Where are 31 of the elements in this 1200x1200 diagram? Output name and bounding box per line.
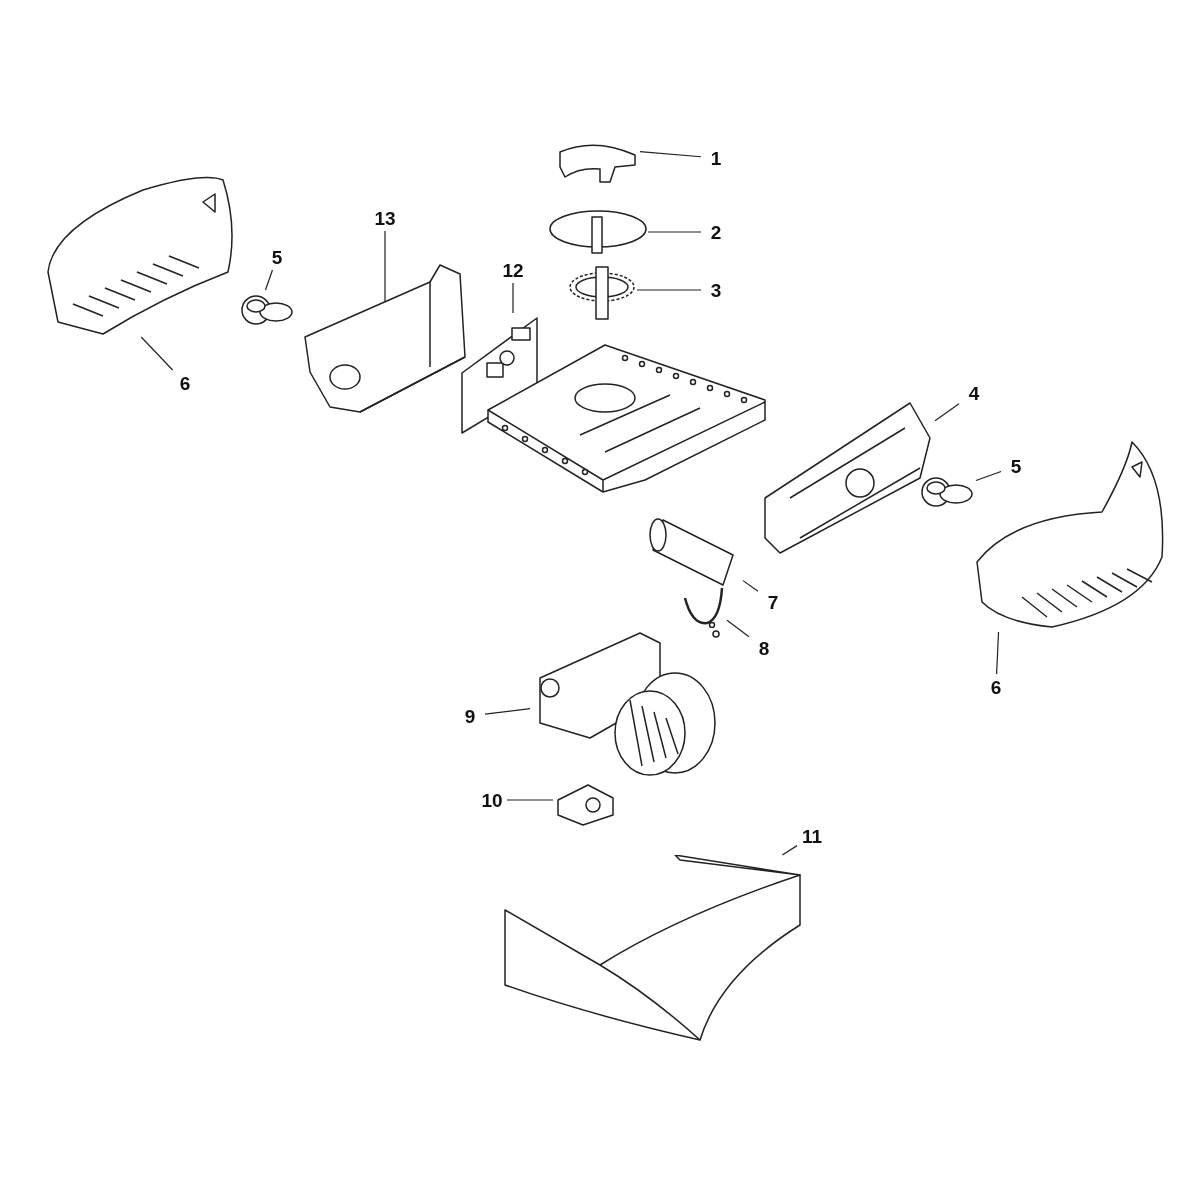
leader-line: [975, 470, 1002, 482]
leader-line: [647, 231, 702, 233]
leader-line: [636, 289, 702, 291]
callout-number: 1: [701, 145, 731, 171]
leader-line: [484, 708, 531, 715]
callout-number: 11: [797, 823, 827, 849]
callout-number: 13: [370, 205, 400, 231]
callout-number: 6: [170, 370, 200, 396]
callout-number: 6: [981, 674, 1011, 700]
callout-number: 10: [477, 787, 507, 813]
callout-number: 8: [749, 635, 779, 661]
leader-line: [726, 619, 750, 638]
leader-line: [639, 151, 702, 158]
disc-drawing: [548, 207, 648, 255]
leader-line: [996, 631, 1000, 675]
callout-number: 2: [701, 219, 731, 245]
leader-line: [264, 269, 274, 291]
callout-number: 4: [959, 380, 989, 406]
leader-line: [506, 799, 554, 801]
leader-line: [140, 336, 174, 371]
leader-line: [781, 845, 798, 856]
leader-line: [384, 230, 386, 303]
callout-number: 5: [1001, 453, 1031, 479]
leader-line: [934, 403, 960, 422]
callout-number: 9: [455, 703, 485, 729]
callout-number: 12: [498, 257, 528, 283]
leader-line: [512, 282, 514, 314]
callout-number: 3: [701, 277, 731, 303]
callout-number: 5: [262, 244, 292, 270]
callout-number: 7: [758, 589, 788, 615]
leader-line: [742, 580, 759, 592]
